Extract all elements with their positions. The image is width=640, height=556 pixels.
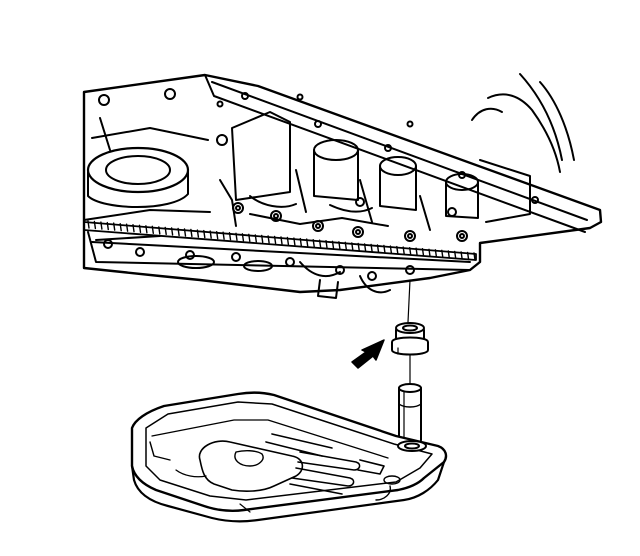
gasket-tooth [402,246,405,255]
gasket-tooth [466,251,470,261]
alignment-line [407,279,411,323]
gasket-tooth [454,250,457,260]
gasket-tooth [132,223,135,233]
gasket-tooth [306,238,309,247]
filter-ribs [265,433,385,495]
gasket-tooth [158,226,161,235]
gasket-tooth [312,238,315,248]
gasket-tooth [196,229,200,238]
transmission-case [82,73,603,294]
gasket-tooth [203,229,206,239]
gasket-tooth [145,225,148,234]
gasket-tooth [215,230,219,240]
gasket-tooth [151,225,155,235]
gasket-tooth [376,244,380,253]
gasket-tooth [331,240,335,250]
gasket-tooth [267,235,270,244]
gasket-tooth [280,236,283,245]
gasket-tooth [235,232,238,242]
gasket-tooth [241,233,245,242]
gasket-tooth [409,246,412,256]
gasket-tooth [106,221,110,231]
gasket-tooth [273,235,277,245]
gasket-tooth [286,236,290,246]
gasket-tooth [164,226,167,236]
gasket-tooth [460,251,463,260]
gasket-tooth [363,243,367,252]
gasket-tooth [389,245,393,254]
gasket-tooth [441,249,444,258]
gasket-tooth [357,242,360,252]
gasket-tooth [396,245,399,255]
arrow-icon [351,339,385,369]
gasket-tooth [318,239,322,248]
seal-arrow [351,339,385,369]
gasket-tooth [87,220,90,229]
gasket-tooth [209,230,212,239]
gasket-tooth [383,244,386,254]
gasket-tooth [415,247,418,256]
lower-bolts [103,239,415,281]
gasket-tooth [473,252,476,261]
gasket-tooth [190,228,193,238]
gasket-tooth [293,237,296,246]
gasket-tooth [299,237,302,247]
valve-body-bolts [232,197,468,242]
gasket-tooth [138,224,142,234]
gasket-tooth [183,228,187,237]
transmission-filter [130,391,448,523]
gasket-tooth [119,222,122,232]
gasket-tooth [228,231,232,241]
gasket-tooth [112,222,116,231]
gasket-tooth [254,234,257,243]
gasket-tooth [100,221,103,230]
gasket-tooth [428,248,431,257]
gasket-tooth [351,242,354,251]
gasket-tooth [170,227,174,236]
gasket-tooth [447,250,450,259]
gasket-tooth [421,247,425,257]
gasket-tooth [248,233,251,243]
filter-seal [391,322,429,356]
gasket-tooth [344,241,347,251]
gasket-tooth [261,234,264,244]
separator-plate-teeth [87,220,476,261]
filter-neck [398,383,422,446]
gasket-tooth [177,227,180,237]
gasket-tooth [325,239,328,249]
gasket-tooth [125,223,129,232]
gasket-tooth [434,249,438,258]
valve-body [83,111,531,299]
gasket-tooth [370,243,373,253]
gasket-tooth [338,241,341,250]
gasket-tooth [222,231,225,240]
gasket-tooth [93,220,97,230]
